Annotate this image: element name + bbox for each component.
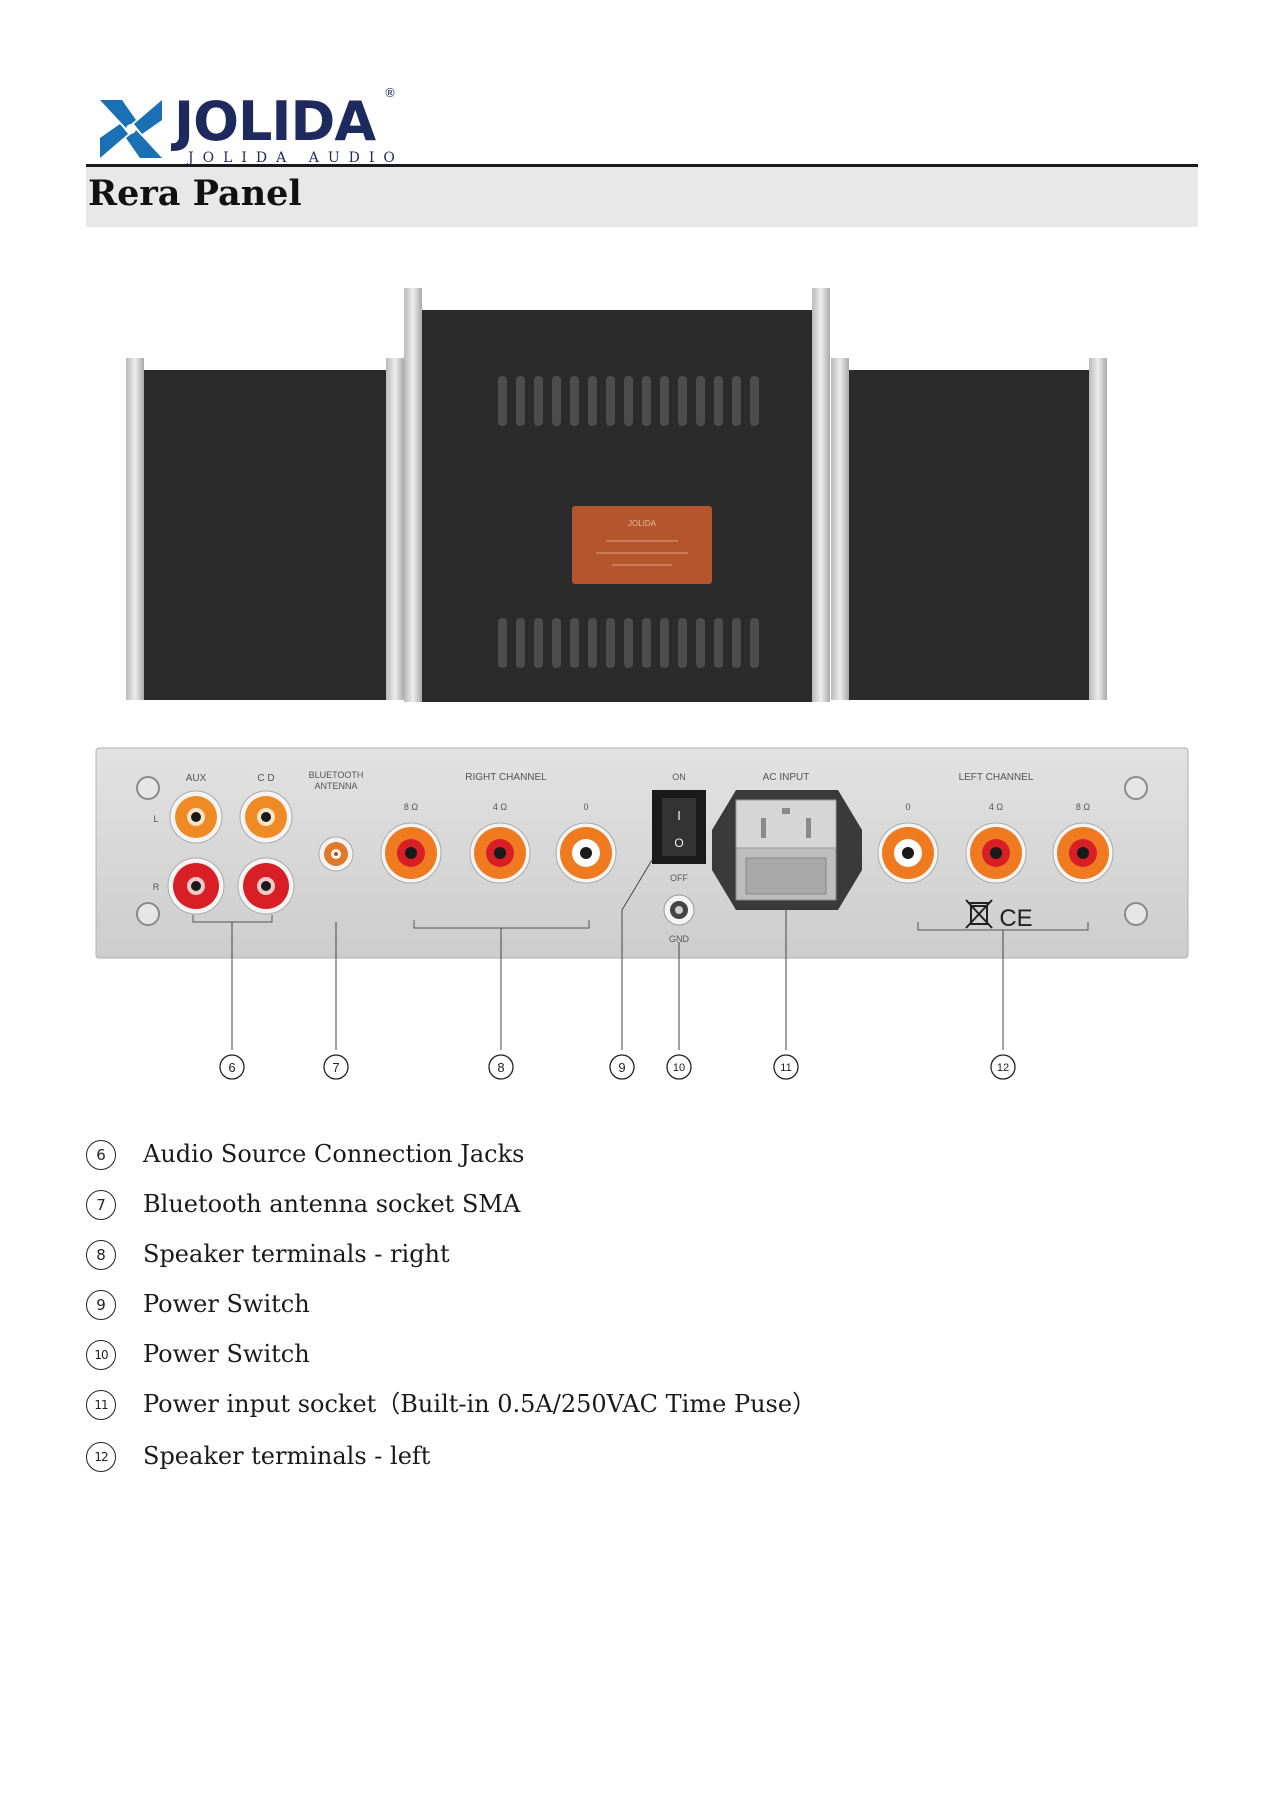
legend-number: 8 xyxy=(86,1240,116,1270)
right-4ohm-terminal xyxy=(469,822,531,884)
right-transformer xyxy=(831,358,1107,700)
cd-right-jack xyxy=(237,857,295,915)
header-rule xyxy=(86,164,1198,167)
left-channel-label: LEFT CHANNEL xyxy=(959,772,1034,783)
svg-text:10: 10 xyxy=(673,1062,685,1074)
rear-panel-plate xyxy=(95,747,1189,959)
svg-text:8: 8 xyxy=(497,1060,504,1075)
legend-number: 7 xyxy=(86,1190,116,1220)
ac-input-socket xyxy=(712,790,862,910)
legend-number: 11 xyxy=(86,1390,116,1420)
logo-wordmark: JOLIDA xyxy=(174,90,376,153)
plate-brand-text: JOLIDA xyxy=(628,519,657,528)
aux-right-jack xyxy=(167,857,225,915)
legend-text: Power input socket（Built-in 0.5A/250VAC … xyxy=(143,1390,817,1418)
legend-text: Audio Source Connection Jacks xyxy=(143,1140,525,1168)
left-8ohm-label: 8 Ω xyxy=(1076,802,1091,812)
left-8ohm-terminal xyxy=(1052,822,1114,884)
legend-item: 12 Speaker terminals - left xyxy=(86,1440,1086,1480)
logo-subtitle: JOLIDA AUDIO xyxy=(188,150,404,166)
legend-item: 7 Bluetooth antenna socket SMA xyxy=(86,1188,1086,1228)
right-0-terminal xyxy=(555,822,617,884)
aux-label: AUX xyxy=(186,773,207,784)
ground-post xyxy=(663,894,695,926)
left-4ohm-terminal xyxy=(965,822,1027,884)
center-transformer: JOLIDA xyxy=(404,288,830,702)
ac-input-label: AC INPUT xyxy=(763,772,810,783)
legend-number: 10 xyxy=(86,1340,116,1370)
cd-left-jack xyxy=(239,790,293,844)
legend-text: Bluetooth antenna socket SMA xyxy=(143,1190,521,1218)
switch-o-mark: O xyxy=(674,836,683,850)
weee-bin-icon xyxy=(965,899,993,929)
left-0-label: 0 xyxy=(905,802,910,812)
corner-screws xyxy=(136,776,1148,926)
registered-mark: ® xyxy=(384,86,396,100)
callout-6: 6 xyxy=(219,1054,245,1080)
svg-text:7: 7 xyxy=(332,1060,339,1075)
legend-text: Power Switch xyxy=(143,1290,310,1318)
jolida-logo: JOLIDA ® JOLIDA AUDIO xyxy=(96,86,406,170)
bluetooth-antenna-socket xyxy=(318,836,354,872)
legend-item: 11 Power input socket（Built-in 0.5A/250V… xyxy=(86,1388,1086,1428)
switch-off-label: OFF xyxy=(670,873,688,883)
right-8ohm-terminal xyxy=(380,822,442,884)
svg-text:11: 11 xyxy=(780,1062,791,1074)
cd-label: C D xyxy=(257,773,274,784)
callout-10: 10 xyxy=(666,1054,692,1080)
svg-text:6: 6 xyxy=(228,1060,235,1075)
switch-i-mark: I xyxy=(677,808,681,823)
legend-item: 8 Speaker terminals - right xyxy=(86,1238,1086,1278)
top-vents xyxy=(498,376,759,426)
legend-item: 9 Power Switch xyxy=(86,1288,1086,1328)
left-transformer xyxy=(126,358,404,700)
right-0-label: 0 xyxy=(583,802,588,812)
ce-mark: CE xyxy=(999,905,1032,932)
legend-text: Speaker terminals - left xyxy=(143,1442,431,1470)
gnd-label: GND xyxy=(669,934,690,944)
legend-text: Speaker terminals - right xyxy=(143,1240,450,1268)
callout-12: 12 xyxy=(990,1054,1016,1080)
callout-9: 9 xyxy=(609,1054,635,1080)
name-plate: JOLIDA xyxy=(572,506,712,584)
rear-panel-diagram: JOLIDA AUX C D L R xyxy=(86,270,1198,1100)
legend-number: 6 xyxy=(86,1140,116,1170)
title-bar: Rera Panel xyxy=(86,167,1198,227)
header: JOLIDA ® JOLIDA AUDIO Rera Panel xyxy=(86,80,1198,230)
callout-11: 11 xyxy=(773,1054,799,1080)
bottom-vents xyxy=(498,618,759,668)
svg-text:12: 12 xyxy=(997,1062,1009,1074)
right-4ohm-label: 4 Ω xyxy=(493,802,508,812)
legend-text: Power Switch xyxy=(143,1340,310,1368)
callout-7: 7 xyxy=(323,1054,349,1080)
svg-text:9: 9 xyxy=(618,1060,625,1075)
callout-8: 8 xyxy=(488,1054,514,1080)
left-0-terminal xyxy=(877,822,939,884)
switch-on-label: ON xyxy=(672,772,686,782)
right-8ohm-label: 8 Ω xyxy=(404,802,419,812)
power-switch: I O xyxy=(652,790,706,864)
bluetooth-label: BLUETOOTH xyxy=(309,770,364,780)
page-title: Rera Panel xyxy=(88,173,302,214)
logo-mark-icon xyxy=(100,100,162,158)
legend-item: 6 Audio Source Connection Jacks xyxy=(86,1138,1086,1178)
right-channel-label: RIGHT CHANNEL xyxy=(465,772,547,783)
left-row-label: L xyxy=(153,814,158,824)
legend-number: 12 xyxy=(86,1442,116,1472)
left-4ohm-label: 4 Ω xyxy=(989,802,1004,812)
legend-item: 10 Power Switch xyxy=(86,1338,1086,1378)
callout-lines xyxy=(231,859,1004,1050)
legend-number: 9 xyxy=(86,1290,116,1320)
aux-left-jack xyxy=(169,790,223,844)
right-row-label: R xyxy=(153,882,160,892)
antenna-label: ANTENNA xyxy=(314,781,357,791)
